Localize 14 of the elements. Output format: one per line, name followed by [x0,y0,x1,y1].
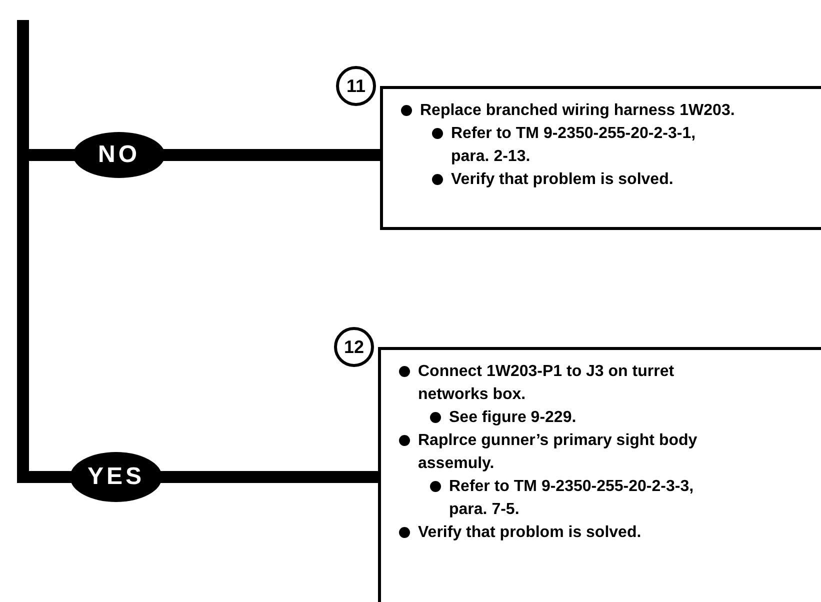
connector-line [160,471,378,483]
instruction-text: Verify that problom is solved. [418,523,642,543]
instruction-text: Replace branched wiring harness 1W203. [420,101,736,121]
decision-oval: NO [73,132,165,178]
step-number: 12 [334,327,374,367]
decision-oval: YES [70,452,162,502]
instruction-text: Connect 1W203-P1 to J3 on turret networks box. [418,362,676,405]
instruction-text: Refer to TM 9-2350-255-20-2-3-3, para. 7-5. [449,477,695,520]
instruction-text: Raplrce gunner’s primary sight body assemuly. [418,431,698,474]
step-number: 11 [336,66,376,106]
connector-line [163,149,380,161]
instruction-text: See figure 9-229. [449,408,578,428]
instruction-text: Refer to TM 9-2350-255-20-2-3-1, para. 2-13. [451,124,697,167]
instruction-text: Verify that problem is solved. [451,170,674,190]
